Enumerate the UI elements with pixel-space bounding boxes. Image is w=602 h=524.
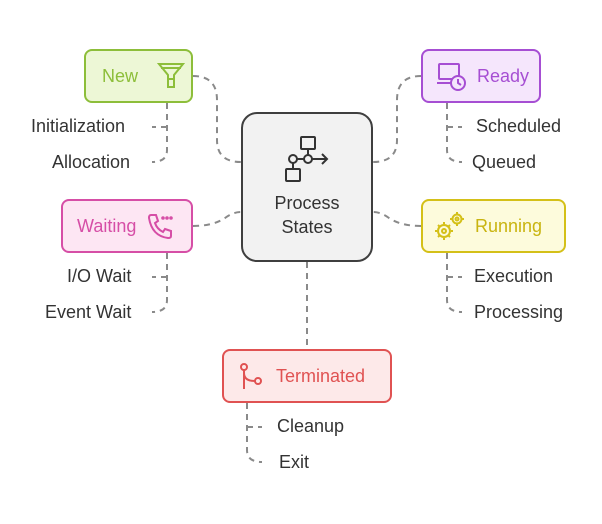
- git-branch-icon: [236, 361, 266, 391]
- phone-waiting-icon: [146, 211, 176, 241]
- state-new: New: [84, 49, 193, 103]
- ready-item-scheduled: Scheduled: [476, 116, 562, 136]
- running-item-processing: Processing: [474, 302, 564, 322]
- state-waiting: Waiting: [61, 199, 193, 253]
- state-running-label: Running: [475, 215, 543, 236]
- state-new-label: New: [102, 65, 139, 86]
- state-terminated: Terminated: [222, 349, 392, 403]
- state-running: Running: [421, 199, 566, 253]
- state-ready-label: Ready: [477, 65, 530, 86]
- terminated-item-cleanup: Cleanup: [277, 416, 345, 436]
- state-waiting-label: Waiting: [77, 215, 137, 236]
- laptop-clock-icon: [435, 60, 467, 92]
- new-item-initialization: Initialization: [31, 116, 126, 136]
- terminated-item-exit: Exit: [279, 452, 310, 472]
- waiting-item-event-wait: Event Wait: [45, 302, 132, 322]
- ready-item-queued: Queued: [472, 152, 537, 172]
- center-title-line2: States: [281, 217, 333, 237]
- new-item-allocation: Allocation: [52, 152, 131, 172]
- state-terminated-label: Terminated: [276, 365, 366, 386]
- process-states-node: Process States: [241, 112, 373, 262]
- state-ready: Ready: [421, 49, 541, 103]
- gears-icon: [433, 209, 467, 243]
- running-item-execution: Execution: [474, 266, 554, 286]
- waiting-item-io-wait: I/O Wait: [67, 266, 132, 286]
- flowchart-icon: [283, 135, 331, 191]
- center-title-line1: Process: [274, 193, 340, 213]
- funnel-icon: [156, 61, 186, 91]
